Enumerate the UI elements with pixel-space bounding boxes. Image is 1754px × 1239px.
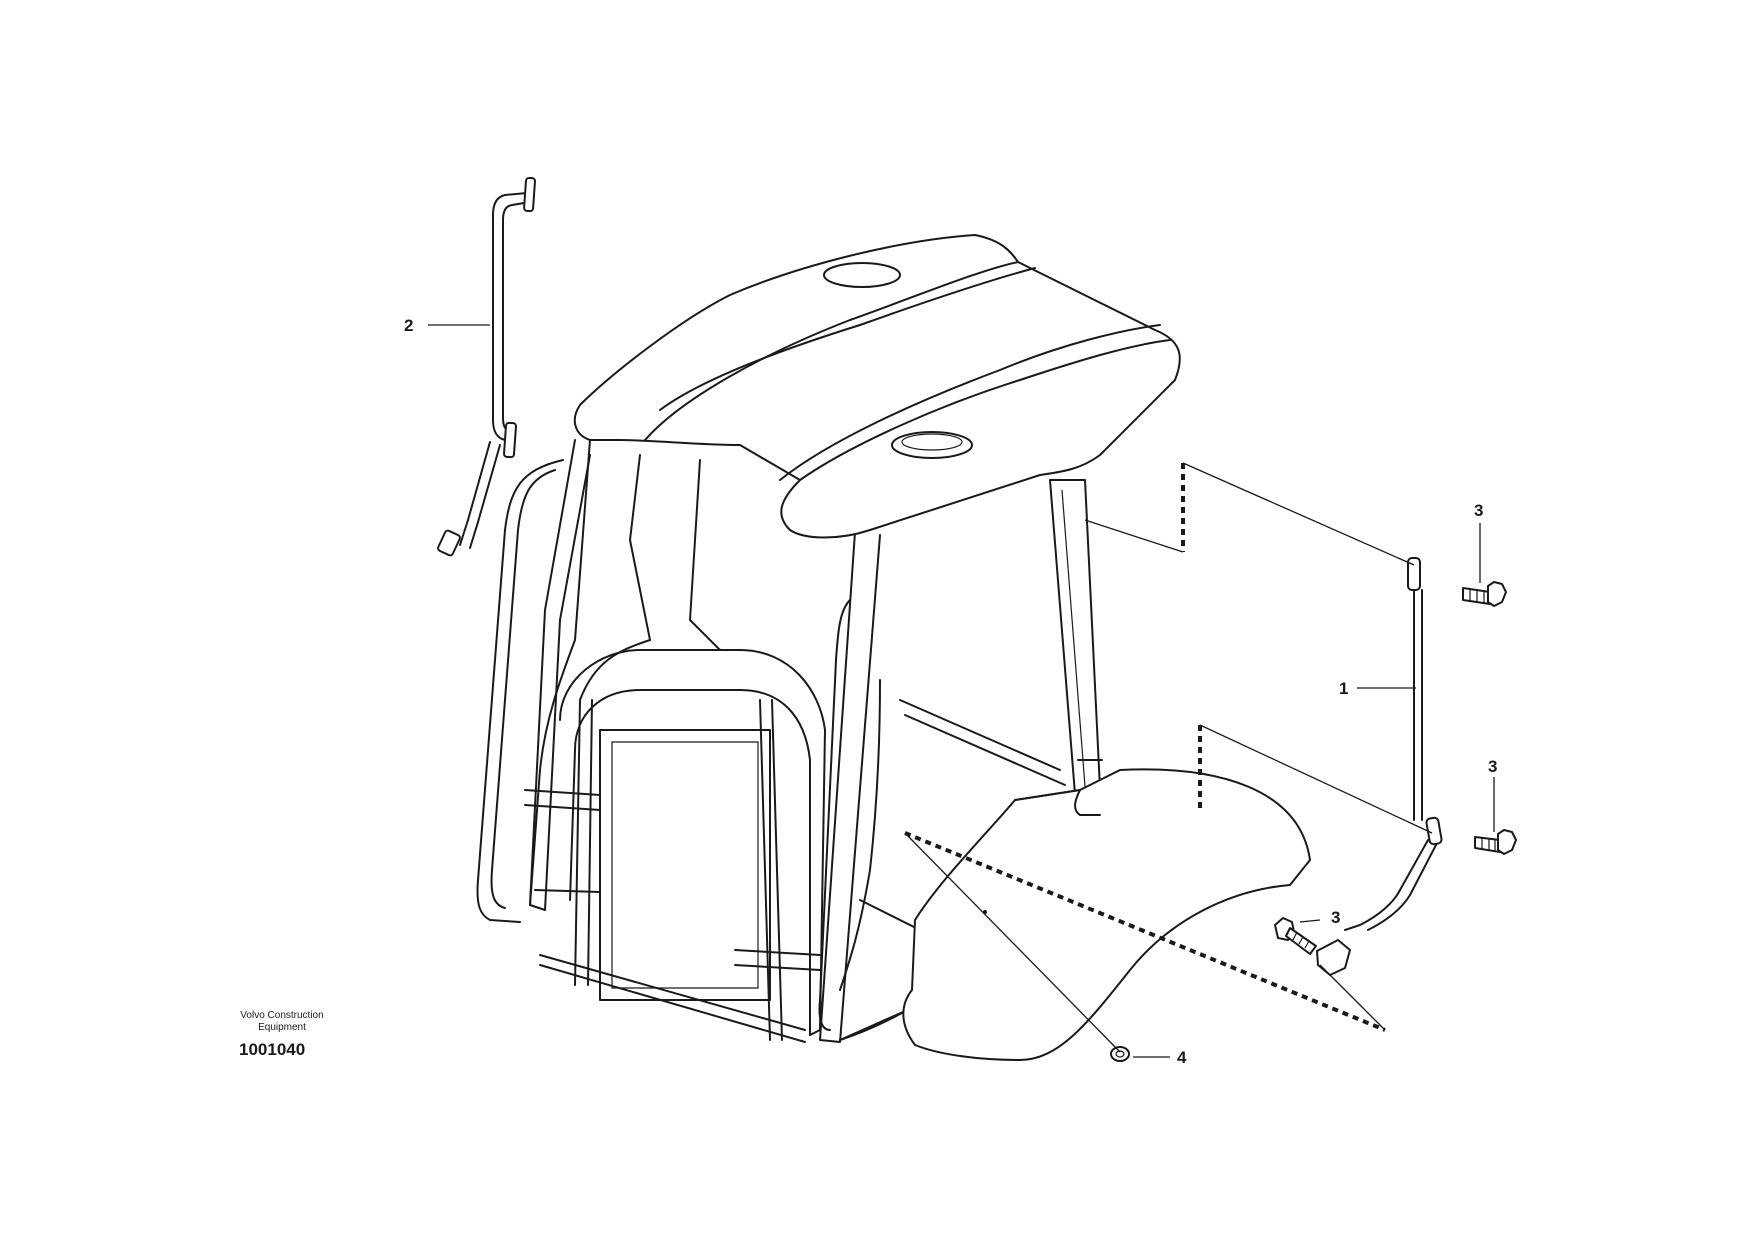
figure-number: 1001040 <box>239 1040 306 1059</box>
callout-3-lower: 3 <box>1331 908 1340 927</box>
callout-leaders <box>428 324 1495 1058</box>
callout-1: 1 <box>1339 679 1348 698</box>
roof-canopy <box>573 234 1181 539</box>
callout-4: 4 <box>1177 1048 1187 1067</box>
publisher-credit: Volvo Construction Equipment <box>222 1010 342 1034</box>
callout-3-middle: 3 <box>1488 757 1497 776</box>
alignment-lines <box>904 462 1433 1053</box>
bracket-part-1 <box>1316 557 1443 976</box>
publisher-line-1: Volvo Construction <box>240 1010 324 1021</box>
bolt-part-3-upper <box>1462 581 1507 607</box>
nut-part-4 <box>1110 1046 1130 1062</box>
bolt-part-3-middle <box>1474 829 1517 855</box>
bolt-part-3-lower <box>1274 917 1317 955</box>
cab-body <box>476 439 1311 1061</box>
callout-2: 2 <box>404 316 413 335</box>
callout-3-upper: 3 <box>1474 501 1483 520</box>
bracket-part-2 <box>437 176 536 557</box>
publisher-line-2: Equipment <box>258 1022 306 1033</box>
